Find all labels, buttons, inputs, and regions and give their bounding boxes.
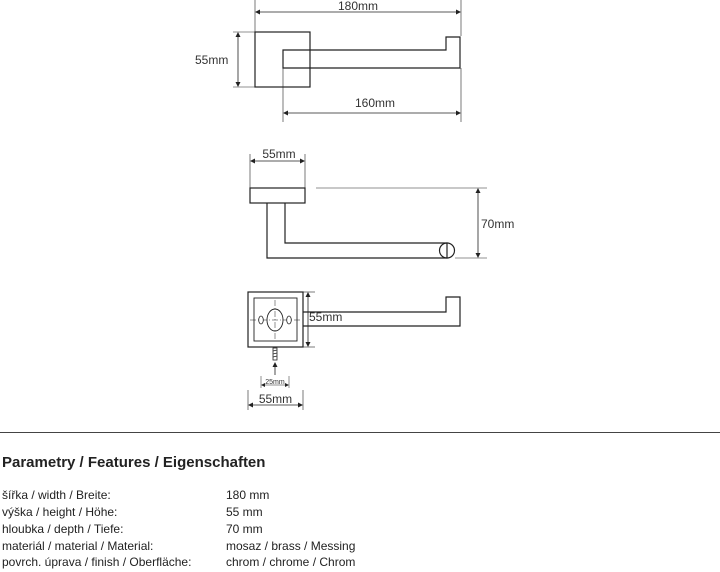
spec-label: výška / height / Höhe: — [2, 505, 118, 519]
top-view-arm — [282, 36, 461, 69]
spec-value: mosaz / brass / Messing — [226, 539, 356, 553]
dim-label-front-height: 55mm — [309, 310, 342, 324]
side-view-arm-end — [438, 242, 456, 259]
screw-icon — [272, 347, 278, 375]
top-view — [233, 0, 462, 122]
screw-hole-right — [286, 315, 292, 325]
front-view-inner-plate — [253, 297, 298, 342]
side-view — [249, 154, 487, 259]
dim-label-front-width: 55mm — [259, 392, 292, 406]
spec-label: povrch. úprava / finish / Oberfläche: — [2, 555, 192, 569]
dim-label-hole-spacing: 25mm — [265, 379, 285, 386]
technical-drawing: 180mm 55mm 160mm 55mm 70mm — [195, 0, 514, 410]
dim-label-plate-width: 55mm — [262, 147, 295, 161]
top-view-base-plate — [254, 31, 311, 88]
side-view-base-plate — [249, 187, 306, 204]
front-view-arm — [303, 296, 461, 327]
screw-hole-left — [258, 315, 264, 325]
spec-row-material: materiál / material / Material: mosaz / … — [2, 539, 702, 556]
specs-title: Parametry / Features / Eigenschaften — [2, 454, 266, 471]
side-view-arm — [266, 203, 448, 259]
dim-label-height: 55mm — [195, 53, 228, 67]
spec-label: materiál / material / Material: — [2, 539, 154, 553]
dim-label-overall-width: 180mm — [338, 0, 378, 13]
spec-value: 70 mm — [226, 522, 263, 536]
spec-value: 180 mm — [226, 488, 270, 502]
spec-value: 55 mm — [226, 505, 263, 519]
spec-row-finish: povrch. úprava / finish / Oberfläche: ch… — [2, 555, 702, 572]
dim-label-arm-length: 160mm — [355, 96, 395, 110]
front-view-base-plate — [247, 291, 304, 348]
spec-row-height: výška / height / Höhe: 55 mm — [2, 505, 702, 522]
spec-row-width: šířka / width / Breite: 180 mm — [2, 488, 702, 505]
section-divider — [0, 432, 720, 433]
spec-label: šířka / width / Breite: — [2, 488, 111, 502]
front-view — [247, 291, 461, 348]
spec-label: hloubka / depth / Tiefe: — [2, 522, 124, 536]
spec-row-depth: hloubka / depth / Tiefe: 70 mm — [2, 522, 702, 539]
spec-value: chrom / chrome / Chrom — [226, 555, 356, 569]
front-view-details — [247, 291, 315, 410]
dim-label-depth: 70mm — [481, 217, 514, 231]
